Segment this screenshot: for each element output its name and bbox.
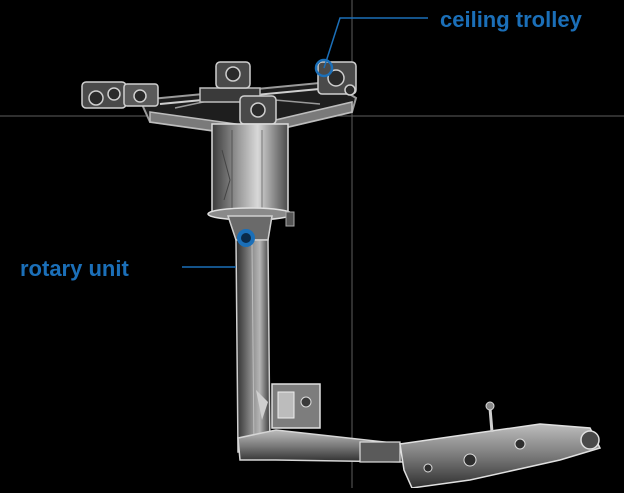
label-ceiling-trolley: ceiling trolley <box>440 7 582 32</box>
label-rotary-unit: rotary unit <box>20 256 129 281</box>
trolley-wheel-left <box>81 81 159 109</box>
column-housing <box>207 123 295 227</box>
trolley-wheel-top <box>215 61 251 89</box>
trolley-wheel-right <box>317 61 357 96</box>
callout-rotary-unit <box>182 229 255 268</box>
trolley-wheel-front <box>239 95 277 125</box>
callout-ceiling-trolley <box>314 17 428 78</box>
callout-leader-ceiling <box>323 17 428 69</box>
callout-marker-ceiling <box>314 58 334 78</box>
lower-arm <box>237 383 602 489</box>
rotary-unit <box>226 215 273 453</box>
